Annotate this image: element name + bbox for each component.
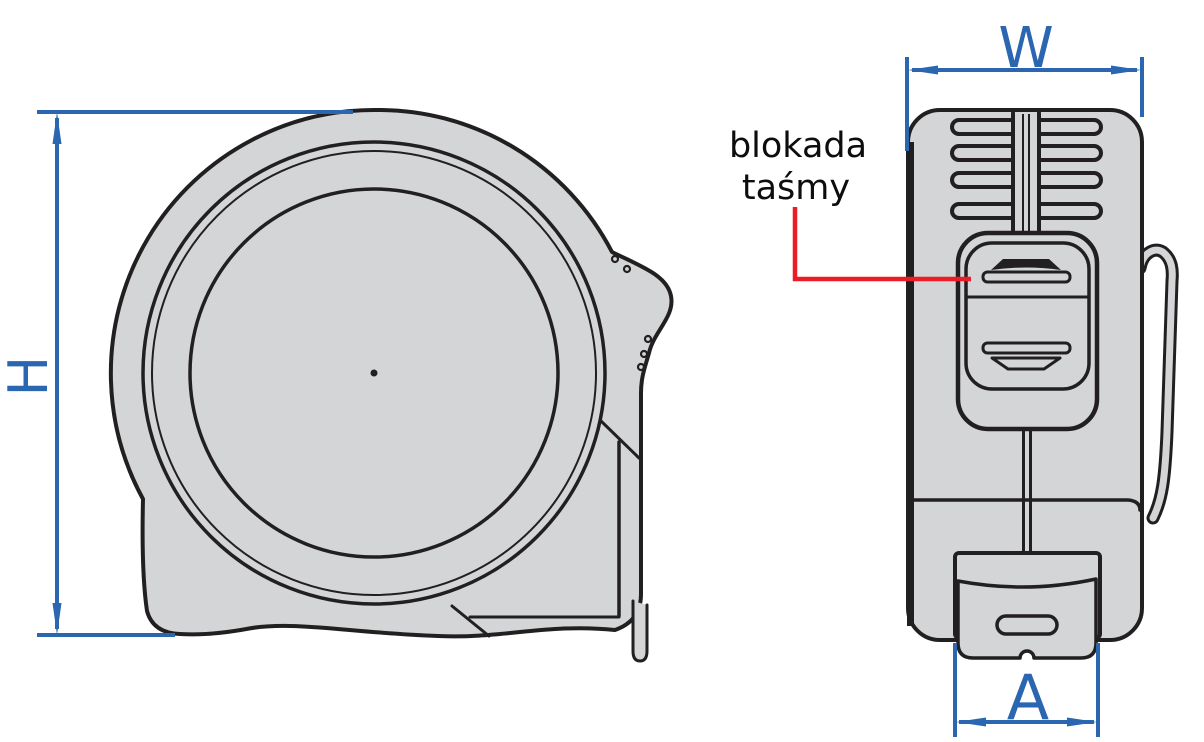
tape-lock-label-line2: taśmy [742, 168, 850, 208]
tape-seam-bottom [1022, 427, 1032, 555]
lock-grip-dark [991, 259, 1061, 270]
end-hook-tab [631, 599, 649, 663]
grip-ribs [950, 118, 1103, 220]
belt-clip [1133, 243, 1179, 525]
side-view [108, 107, 674, 663]
a-dimension-label: A [1007, 661, 1049, 734]
center-dot [370, 369, 378, 377]
tape-exit-detail [450, 419, 649, 663]
tape-lock-annotation: blokada taśmy [729, 126, 971, 282]
h-dimension-label: H [0, 356, 60, 397]
a-dimension: A [953, 643, 1100, 737]
h-dimension: H [0, 110, 353, 637]
leader-line [792, 207, 971, 282]
tape-lock-label-line1: blokada [729, 126, 867, 166]
end-hook-slot [995, 614, 1059, 636]
tape-lock-button [955, 230, 1100, 432]
outer-ring-inner-line [151, 150, 597, 596]
w-dimension: W [905, 16, 1144, 151]
end-hook [953, 551, 1102, 660]
outer-ring [141, 140, 607, 606]
tape-body-outline [108, 107, 674, 639]
lock-button-profile-bump-dots [610, 254, 653, 372]
case-divider-line [909, 498, 1142, 512]
front-view [906, 108, 1179, 660]
tape-seam-top [1011, 111, 1041, 235]
w-dimension-label: W [998, 16, 1053, 81]
inner-ring [188, 187, 560, 559]
